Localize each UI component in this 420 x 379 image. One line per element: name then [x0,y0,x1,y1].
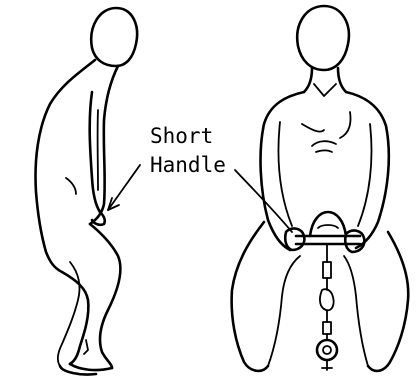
right-figure-right-thigh [368,232,408,371]
right-figure-navel [312,141,336,152]
left-figure-head [91,8,137,66]
right-figure-left-knee [268,256,300,366]
right-figure-front-view [232,6,409,371]
left-figure-hand-fingers [66,178,76,194]
right-figure-left-thigh [232,222,268,371]
left-figure-foot-front [70,364,112,370]
handle-dome-top [318,225,338,228]
handle-chain [320,244,334,340]
callout-label-line-2: Handle [150,153,226,177]
right-figure-left-inner-arm [279,122,293,226]
callout-arrow-left [108,165,140,210]
right-figure-collar [314,84,336,96]
handle-dome [310,212,346,236]
right-figure-right-arm [346,92,389,248]
right-figure-head [297,6,349,70]
left-figure-leg-rear [62,272,88,364]
right-figure-left-hand [285,229,304,250]
left-figure-back [36,60,95,272]
right-figure-right-inner-arm [358,124,372,226]
callout-label-line-1: Short [150,124,213,148]
right-figure-right-hand [345,231,364,252]
right-figure-neck [304,68,346,92]
right-figure-left-arm [261,92,304,250]
left-figure-toe [84,340,88,354]
right-figure-chest-mark [302,124,324,132]
left-figure-leg-front [90,224,120,368]
right-figure-right-knee [344,256,368,366]
dynamometer-gauge [317,340,337,370]
right-figure-chest-right [340,112,351,138]
